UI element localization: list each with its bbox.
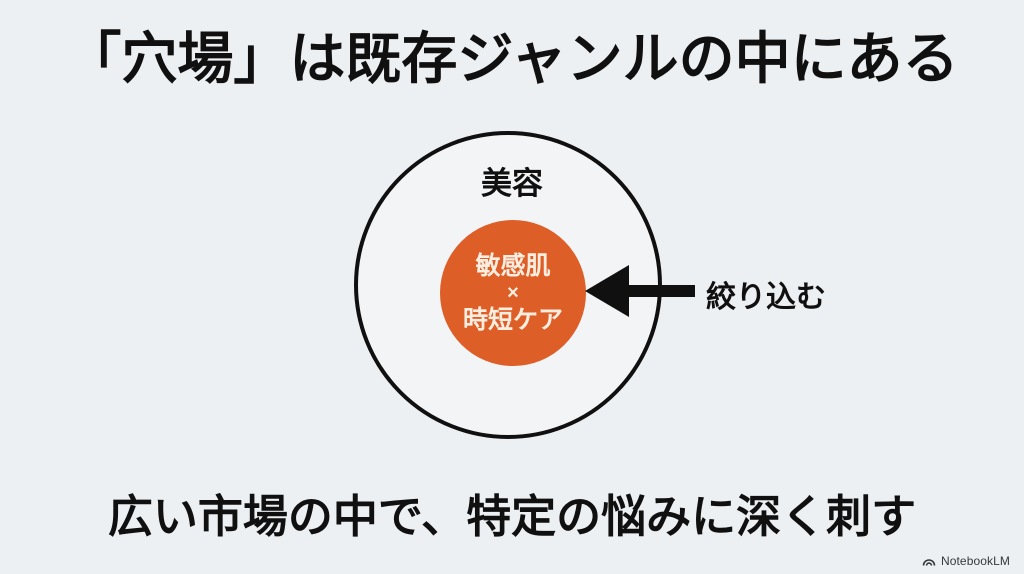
niche-cross-mark: ×: [507, 282, 519, 304]
niche-line-1: 敏感肌: [475, 252, 551, 280]
arrow-label: 絞り込む: [706, 281, 826, 314]
watermark: NotebookLM: [922, 554, 1010, 568]
niche-line-2: 時短ケア: [462, 306, 563, 334]
footer-message: 広い市場の中で、特定の悩みに深く刺す: [107, 491, 917, 542]
niche-circle: 敏感肌 × 時短ケア: [440, 220, 586, 366]
outer-genre-label: 美容: [481, 166, 543, 201]
watermark-label: NotebookLM: [940, 554, 1010, 568]
slide-title: 「穴場」は既存ジャンルの中にある: [65, 27, 959, 90]
notebooklm-logo-icon: [922, 558, 936, 566]
left-arrow-icon: [585, 265, 695, 317]
